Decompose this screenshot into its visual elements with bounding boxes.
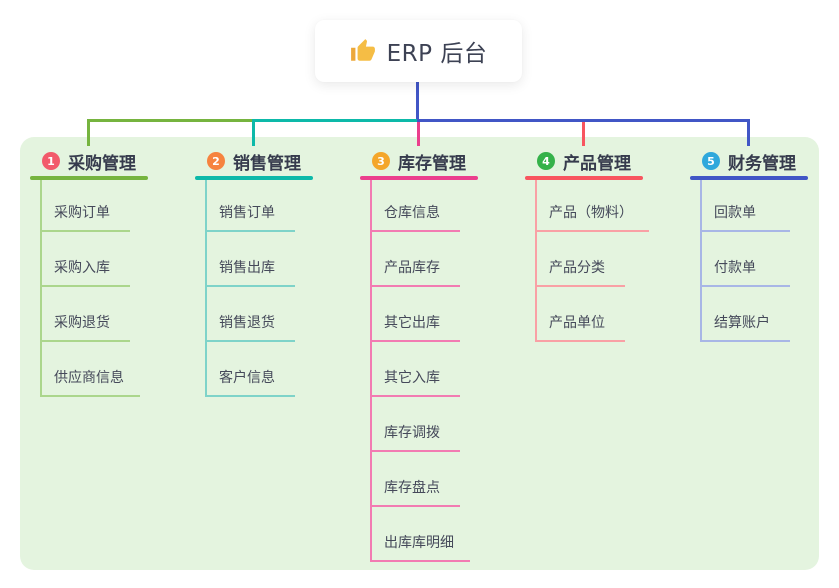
connector-drop-branch-5 (747, 119, 750, 146)
branches-panel (20, 137, 819, 570)
connector-drop-branch-2 (252, 119, 255, 146)
branch-column-1: 1 采购管理采购订单采购入库采购退货供应商信息 (30, 148, 192, 397)
child-node[interactable]: 库存调拨 (372, 397, 460, 452)
branch-underline (360, 176, 478, 180)
branch-title: 采购管理 (68, 153, 136, 174)
branch-node[interactable]: 2 销售管理 (195, 148, 357, 174)
child-node[interactable]: 供应商信息 (42, 342, 140, 397)
child-node[interactable]: 付款单 (702, 232, 790, 287)
branch-number-badge: 5 (702, 152, 720, 170)
child-node[interactable]: 结算账户 (702, 287, 790, 342)
branch-column-2: 2 销售管理销售订单销售出库销售退货客户信息 (195, 148, 357, 397)
connector-bus-purchase (87, 119, 253, 122)
branch-node[interactable]: 5 财务管理 (690, 148, 839, 174)
branch-column-3: 3 库存管理仓库信息产品库存其它出库其它入库库存调拨库存盘点出库库明细 (360, 148, 522, 562)
branch-children: 销售订单销售出库销售退货客户信息 (205, 180, 295, 397)
branch-children: 仓库信息产品库存其它出库其它入库库存调拨库存盘点出库库明细 (370, 180, 470, 562)
branch-number-badge: 4 (537, 152, 555, 170)
child-node[interactable]: 产品分类 (537, 232, 625, 287)
connector-bus-sales (252, 119, 418, 122)
branch-children: 采购订单采购入库采购退货供应商信息 (40, 180, 140, 397)
branch-node[interactable]: 1 采购管理 (30, 148, 192, 174)
branch-underline (195, 176, 313, 180)
child-node[interactable]: 产品单位 (537, 287, 625, 342)
branch-title: 库存管理 (398, 153, 466, 174)
child-node[interactable]: 销售订单 (207, 180, 295, 232)
child-node[interactable]: 采购订单 (42, 180, 130, 232)
child-node[interactable]: 产品（物料） (537, 180, 649, 232)
connector-root-drop (416, 82, 419, 122)
thumbs-up-icon (350, 38, 376, 64)
branch-number-badge: 3 (372, 152, 390, 170)
branch-number-badge: 1 (42, 152, 60, 170)
branch-title: 销售管理 (233, 153, 301, 174)
branch-column-5: 5 财务管理回款单付款单结算账户 (690, 148, 839, 342)
root-node[interactable]: ERP 后台 (315, 20, 522, 82)
connector-drop-branch-4 (582, 119, 585, 146)
branch-title: 财务管理 (728, 153, 796, 174)
branch-node[interactable]: 3 库存管理 (360, 148, 522, 174)
root-title: ERP 后台 (386, 41, 488, 67)
child-node[interactable]: 仓库信息 (372, 180, 460, 232)
child-node[interactable]: 回款单 (702, 180, 790, 232)
child-node[interactable]: 库存盘点 (372, 452, 460, 507)
branch-node[interactable]: 4 产品管理 (525, 148, 687, 174)
child-node[interactable]: 销售出库 (207, 232, 295, 287)
branch-underline (525, 176, 643, 180)
branch-children: 产品（物料）产品分类产品单位 (535, 180, 649, 342)
branch-children: 回款单付款单结算账户 (700, 180, 790, 342)
connector-bus-finance (417, 119, 750, 122)
child-node[interactable]: 销售退货 (207, 287, 295, 342)
connector-drop-branch-1 (87, 119, 90, 146)
branch-number-badge: 2 (207, 152, 225, 170)
branch-title: 产品管理 (563, 153, 631, 174)
child-node[interactable]: 产品库存 (372, 232, 460, 287)
child-node[interactable]: 采购退货 (42, 287, 130, 342)
branch-underline (690, 176, 808, 180)
branch-column-4: 4 产品管理产品（物料）产品分类产品单位 (525, 148, 687, 342)
child-node[interactable]: 其它入库 (372, 342, 460, 397)
branch-underline (30, 176, 148, 180)
child-node[interactable]: 其它出库 (372, 287, 460, 342)
child-node[interactable]: 出库库明细 (372, 507, 470, 562)
connector-drop-branch-3 (417, 119, 420, 146)
child-node[interactable]: 客户信息 (207, 342, 295, 397)
child-node[interactable]: 采购入库 (42, 232, 130, 287)
